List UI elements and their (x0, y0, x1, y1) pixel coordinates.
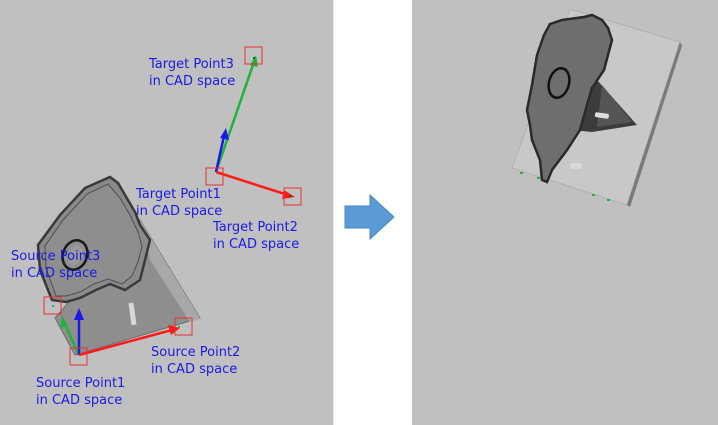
cad-viewport-after (412, 0, 718, 425)
source-point1-label: Source Point1 in CAD space (36, 376, 126, 408)
engine-cover-part (525, 13, 614, 184)
cad-scene-after (511, 8, 682, 207)
target-point1-label: Target Point1 in CAD space (136, 187, 223, 219)
source-point1-marker (69, 347, 88, 366)
target-point3-marker (244, 46, 263, 65)
target-point2-marker (283, 187, 302, 206)
right-arrow-icon (344, 193, 395, 241)
source-point2-label: Source Point2 in CAD space (151, 345, 241, 377)
cad-viewport-before: Target Point3 in CAD space Target Point1… (0, 0, 334, 425)
source-point3-marker (43, 296, 62, 315)
target-point2-label: Target Point2 in CAD space (213, 220, 300, 252)
cad-scene-before (36, 46, 302, 366)
source-point3-label: Source Point3 in CAD space (11, 249, 101, 281)
target-point3-label: Target Point3 in CAD space (149, 57, 236, 89)
source-point2-marker (174, 317, 193, 336)
part-bore-ring (547, 67, 571, 99)
target-point1-marker (205, 167, 224, 186)
